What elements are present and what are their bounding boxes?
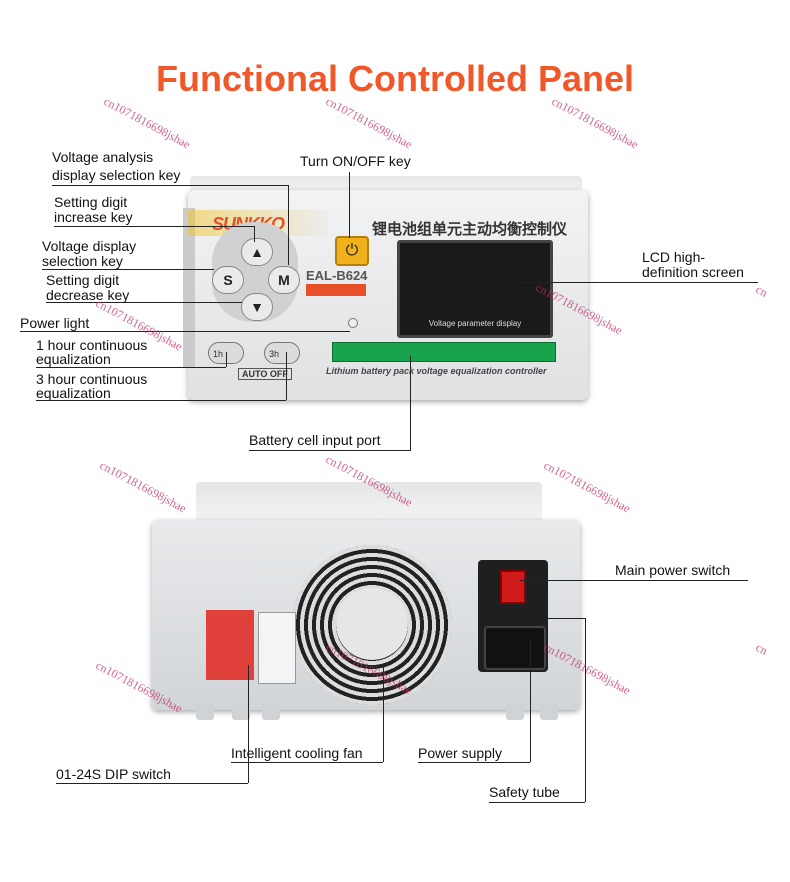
port-caption: Lithium battery pack voltage equalizatio…: [326, 366, 547, 376]
watermark-fragment: cn: [753, 282, 771, 300]
watermark: cn1071816698jshae: [323, 94, 415, 152]
front-device-side: [183, 208, 195, 368]
label-setting-increase-2: increase key: [54, 209, 133, 225]
device-foot: [232, 704, 250, 720]
leader-line: [410, 356, 411, 450]
power-light: [348, 318, 358, 328]
label-voltage-display-1: Voltage display: [42, 238, 137, 254]
battery-cell-input-port: [332, 342, 556, 362]
watermark: cn1071816698jshae: [101, 94, 193, 152]
leader-line: [489, 802, 585, 803]
lcd-caption: Voltage parameter display: [428, 319, 522, 328]
main-power-switch[interactable]: [500, 570, 526, 604]
watermark: cn1071816698jshae: [549, 94, 641, 152]
cooling-fan-hub: [336, 588, 408, 660]
power-on-off-button[interactable]: ⏻: [335, 236, 369, 266]
leader-line: [254, 226, 255, 242]
leader-line: [42, 269, 214, 270]
leader-line: [226, 352, 227, 367]
model-sub-strip: [306, 284, 366, 296]
leader-line: [231, 762, 383, 763]
label-main-power: Main power switch: [615, 562, 731, 578]
arrow-up-icon: ▲: [250, 244, 264, 260]
leader-line: [520, 282, 758, 283]
leader-line: [585, 618, 586, 802]
device-foot: [540, 704, 558, 720]
decrease-key[interactable]: ▼: [241, 293, 273, 321]
leader-line: [520, 580, 748, 581]
leader-line: [36, 400, 286, 401]
lcd-screen: [397, 240, 553, 338]
label-three-hour-2: equalization: [36, 385, 111, 401]
label-cooling-fan: Intelligent cooling fan: [231, 745, 363, 761]
watermark: cn1071816698jshae: [97, 458, 189, 516]
device-foot: [506, 704, 524, 720]
leader-line: [383, 665, 384, 762]
device-cn-title: 锂电池组单元主动均衡控制仪: [372, 221, 568, 238]
device-foot: [196, 704, 214, 720]
device-model: EAL-B624: [306, 268, 368, 283]
page-title: Functional Controlled Panel: [155, 58, 635, 99]
leader-line: [20, 331, 350, 332]
label-voltage-display-2: selection key: [42, 253, 123, 269]
label-three-hour-1: 3 hour continuous: [36, 371, 148, 387]
leader-line: [545, 618, 585, 619]
label-lcd-1: LCD high-: [642, 249, 706, 265]
dip-switch-table: [258, 612, 296, 684]
label-lcd-2: definition screen: [642, 264, 744, 280]
leader-line: [530, 640, 531, 762]
device-foot: [262, 704, 280, 720]
label-turn-on-off: Turn ON/OFF key: [300, 153, 411, 169]
dip-switch-bank[interactable]: [206, 610, 254, 680]
watermark-fragment: cn: [753, 640, 771, 658]
leader-line: [36, 367, 226, 368]
auto-off-label: AUTO OFF: [238, 368, 292, 380]
label-power-supply: Power supply: [418, 745, 503, 761]
leader-line: [54, 226, 254, 227]
leader-line: [288, 185, 289, 265]
label-power-light: Power light: [20, 315, 90, 331]
label-setting-decrease-1: Setting digit: [46, 272, 120, 288]
label-battery-port: Battery cell input port: [249, 432, 381, 448]
label-one-hour-2: equalization: [36, 351, 111, 367]
arrow-down-icon: ▼: [250, 299, 264, 315]
s-key[interactable]: S: [212, 266, 244, 294]
m-key[interactable]: M: [268, 266, 300, 294]
three-hour-button[interactable]: 3h: [264, 342, 300, 364]
leader-line: [418, 762, 530, 763]
leader-line: [349, 172, 350, 238]
leader-line: [249, 450, 411, 451]
label-voltage-analysis-1: Voltage analysis: [52, 149, 154, 165]
power-icon: ⏻: [345, 242, 359, 259]
power-supply-inlet: [484, 626, 546, 670]
label-safety-tube: Safety tube: [489, 784, 560, 800]
increase-key[interactable]: ▲: [241, 238, 273, 266]
label-dip-switch: 01-24S DIP switch: [56, 766, 171, 782]
leader-line: [52, 185, 288, 186]
leader-line: [46, 302, 242, 303]
watermark: cn1071816698jshae: [541, 458, 633, 516]
leader-line: [248, 665, 249, 783]
leader-line: [286, 352, 287, 400]
label-one-hour-1: 1 hour continuous: [36, 337, 148, 353]
label-setting-increase-1: Setting digit: [54, 194, 128, 210]
leader-line: [56, 783, 248, 784]
label-setting-decrease-2: decrease key: [46, 287, 130, 303]
label-voltage-analysis-2: display selection key: [52, 167, 181, 183]
